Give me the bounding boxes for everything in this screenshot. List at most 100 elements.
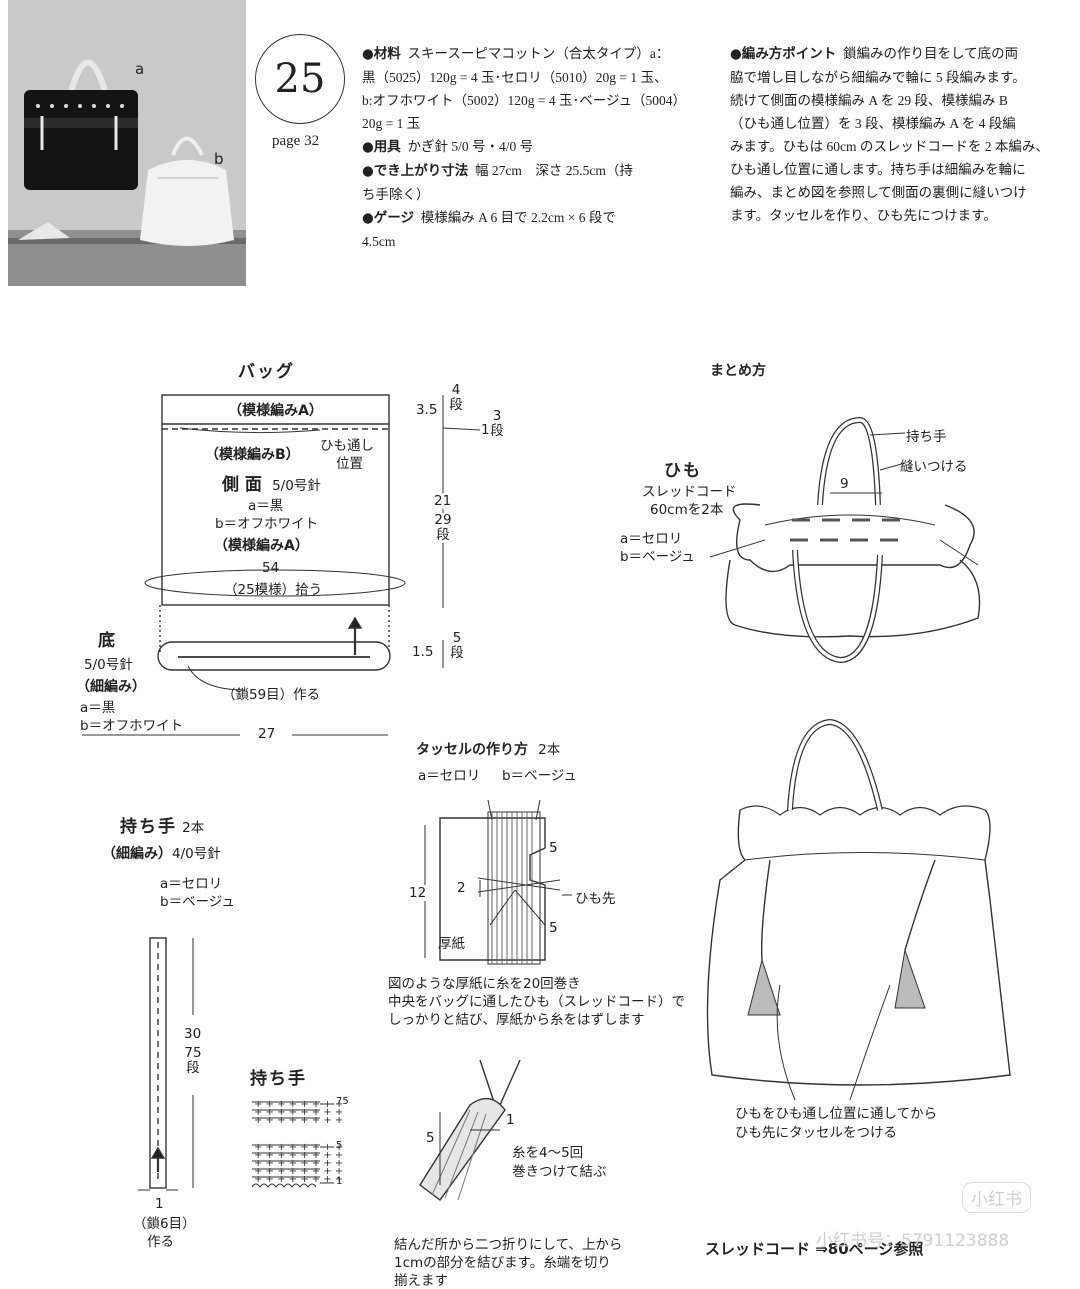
handle-stitch: （細編み）4/0号針 xyxy=(102,846,221,862)
spec-line: 20g = 1 玉 xyxy=(362,116,421,131)
thread-cord-reference: スレッドコード ⇒80ページ参照 xyxy=(705,1240,924,1258)
chart-row-1: 1 xyxy=(336,1176,343,1187)
tassel-length: 5 xyxy=(426,1130,435,1146)
watermark-brand: 小红书 xyxy=(962,1182,1031,1213)
tassel-step1-line1: 図のような厚紙に糸を20回巻き xyxy=(388,976,581,992)
handle-chart-stitches: + + + + + + + + + + + + + + + + + + + + … xyxy=(254,1099,343,1185)
bag-pattern-b: （模様編みB） xyxy=(205,447,300,463)
spec-line: ひも通し位置に通します。持ち手は細編みを輪に xyxy=(730,162,1026,177)
cord-title: ひも xyxy=(664,461,702,481)
cord-color-a: a＝セロリ xyxy=(620,531,683,547)
bottom-needle: 5/0号針 xyxy=(84,657,133,673)
cord-color-b: b＝ベージュ xyxy=(620,549,695,565)
handle-color-b: b＝ベージュ xyxy=(160,894,235,910)
chart-row-75: 75 xyxy=(336,1096,349,1107)
tassel-wrap-length: 1 xyxy=(506,1112,515,1128)
bag-color-b: b＝オフホワイト xyxy=(215,516,319,532)
cord-desc-1: スレッドコード xyxy=(642,484,737,500)
handle-chain-1: （鎖6目） xyxy=(133,1216,196,1232)
spec-line: ●用具 かぎ針 5/0 号・4/0 号 xyxy=(362,139,534,155)
dim-3-5: 3.5 xyxy=(416,402,438,418)
svg-text:+ + + + + + + +: + + + + + + + + xyxy=(254,1107,343,1118)
bag-pattern-a-bottom: （模様編みA） xyxy=(214,538,309,554)
handle-length: 30 xyxy=(184,1026,202,1042)
tassel-card-diagram xyxy=(424,799,572,965)
bottom-title: 底 xyxy=(98,631,117,651)
cord-end-label: ひも先 xyxy=(575,891,616,907)
dim-1: 1 xyxy=(481,422,490,438)
pattern-number: 25 xyxy=(255,34,345,124)
tassel-title: タッセルの作り方 2本 xyxy=(416,742,561,758)
bag-body-diagram xyxy=(144,394,406,691)
tassel-step1-line2: 中央をバッグに通したひも（スレッドコード）で xyxy=(388,994,685,1010)
specs-right: ●編み方ポイント 鎖編みの作り目をして底の両 脇で増し目しながら細編みで輪に 5… xyxy=(730,42,1070,227)
tassel-color-b: b＝ベージュ xyxy=(502,768,577,784)
bag-stitch-count: 54 xyxy=(262,560,280,576)
svg-text:+ + + + + + + +: + + + + + + + + xyxy=(254,1099,343,1110)
tassel-step1-line3: しっかりと結び、厚紙から糸をはずします xyxy=(388,1012,645,1028)
product-photo xyxy=(8,0,246,286)
spec-line: 黒（5025）120g = 4 玉･セロリ（5010）20g = 1 玉、 xyxy=(362,70,668,85)
spec-line: 脇で増し目しながら細編みで輪に 5 段編みます。 xyxy=(730,70,1026,85)
spec-line: 続けて側面の模様編み A を 29 段、模様編み B xyxy=(730,93,1008,108)
spec-line: ●ゲージ 模様編み A 6 目で 2.2cm × 6 段で xyxy=(362,210,616,226)
cord-position-line2: 位置 xyxy=(336,456,363,472)
handle-width: 1 xyxy=(155,1196,164,1212)
spec-line: 編み、まとめ図を参照して側面の裏側に縫いつけ xyxy=(730,185,1027,200)
sew-label: 縫いつける xyxy=(900,459,968,475)
handle-gap: 9 xyxy=(840,476,849,492)
bag-pick-up: （25模様）拾う xyxy=(224,582,323,598)
svg-text:+ + + + + + + +: + + + + + + + + xyxy=(254,1166,343,1177)
chart-row-5: 5 xyxy=(336,1140,343,1151)
bag-title: バッグ xyxy=(238,362,295,382)
svg-text:+ + + + + + + +: + + + + + + + + xyxy=(254,1174,343,1185)
card-gap: 2 xyxy=(457,880,466,896)
specs-left: ●材料 スキースーピマコットン（合太タイプ）a： 黒（5025）120g = 4… xyxy=(362,42,707,253)
spec-line: ●材料 スキースーピマコットン（合太タイプ）a： xyxy=(362,46,670,62)
cord-position-line1: ひも通し xyxy=(320,438,374,454)
bottom-color-b: b＝オフホワイト xyxy=(80,718,184,734)
assembly-diagram-1 xyxy=(709,416,981,664)
handle-title: 持ち手 2本 xyxy=(120,817,205,837)
handle-stitch-chart xyxy=(251,1101,334,1188)
cardboard-label: 厚紙 xyxy=(438,936,465,952)
card-height: 12 xyxy=(409,885,427,901)
tassel-wrap-2: 巻きつけて結ぶ xyxy=(512,1164,607,1180)
bag-pattern-a-top: （模様編みA） xyxy=(228,403,323,419)
bottom-chain: （鎖59目）作る xyxy=(222,687,321,703)
photo-label-b: b xyxy=(214,150,224,168)
handle-color-a: a＝セロリ xyxy=(160,876,223,892)
tassel-step2-line2: 1cmの部分を結びます。糸端を切り xyxy=(394,1255,611,1271)
dim-21: 21 xyxy=(434,493,452,509)
assembly-title: まとめ方 xyxy=(710,363,766,379)
watermark-id: 小红书号：5791123888 xyxy=(816,1231,1010,1251)
assembly-diagram-2 xyxy=(706,718,1011,1101)
spec-line: みます。ひもは 60cm のスレッドコードを 2 本編み、 xyxy=(730,139,1049,154)
svg-text:+ + + + + + + +: + + + + + + + + xyxy=(254,1142,343,1153)
handle-strip-diagram xyxy=(138,937,194,1191)
product-photo-illustration xyxy=(8,0,246,286)
bag-width: 27 xyxy=(258,726,276,742)
bag-color-a: a＝黒 xyxy=(248,498,284,514)
spec-line: b:オフホワイト（5002）120g = 4 玉･ベージュ（5004） xyxy=(362,93,687,108)
tassel-color-a: a＝セロリ xyxy=(418,768,481,784)
spec-line: ●でき上がり寸法 幅 27cm 深さ 25.5cm（持 xyxy=(362,163,633,179)
tassel-step2-line3: 揃えます xyxy=(394,1273,448,1289)
handle-chain-2: 作る xyxy=(147,1234,174,1250)
page-reference: page 32 xyxy=(272,133,320,149)
spec-line: （ひも通し位置）を 3 段、模様編み A を 4 段編 xyxy=(730,116,1016,131)
card-bottom-5: 5 xyxy=(549,920,558,936)
spec-line: ち手除く） xyxy=(362,187,430,202)
tassel-finished-diagram xyxy=(419,1059,521,1201)
spec-line: 4.5cm xyxy=(362,234,396,249)
handle-label: 持ち手 xyxy=(906,429,947,445)
svg-text:+ + + + + + + +: + + + + + + + + xyxy=(254,1115,343,1126)
bottom-stitch: （細編み） xyxy=(76,679,146,695)
tassel-wrap-1: 糸を4〜5回 xyxy=(512,1145,584,1161)
spec-line: ます。タッセルを作り、ひも先につけます。 xyxy=(730,208,997,223)
